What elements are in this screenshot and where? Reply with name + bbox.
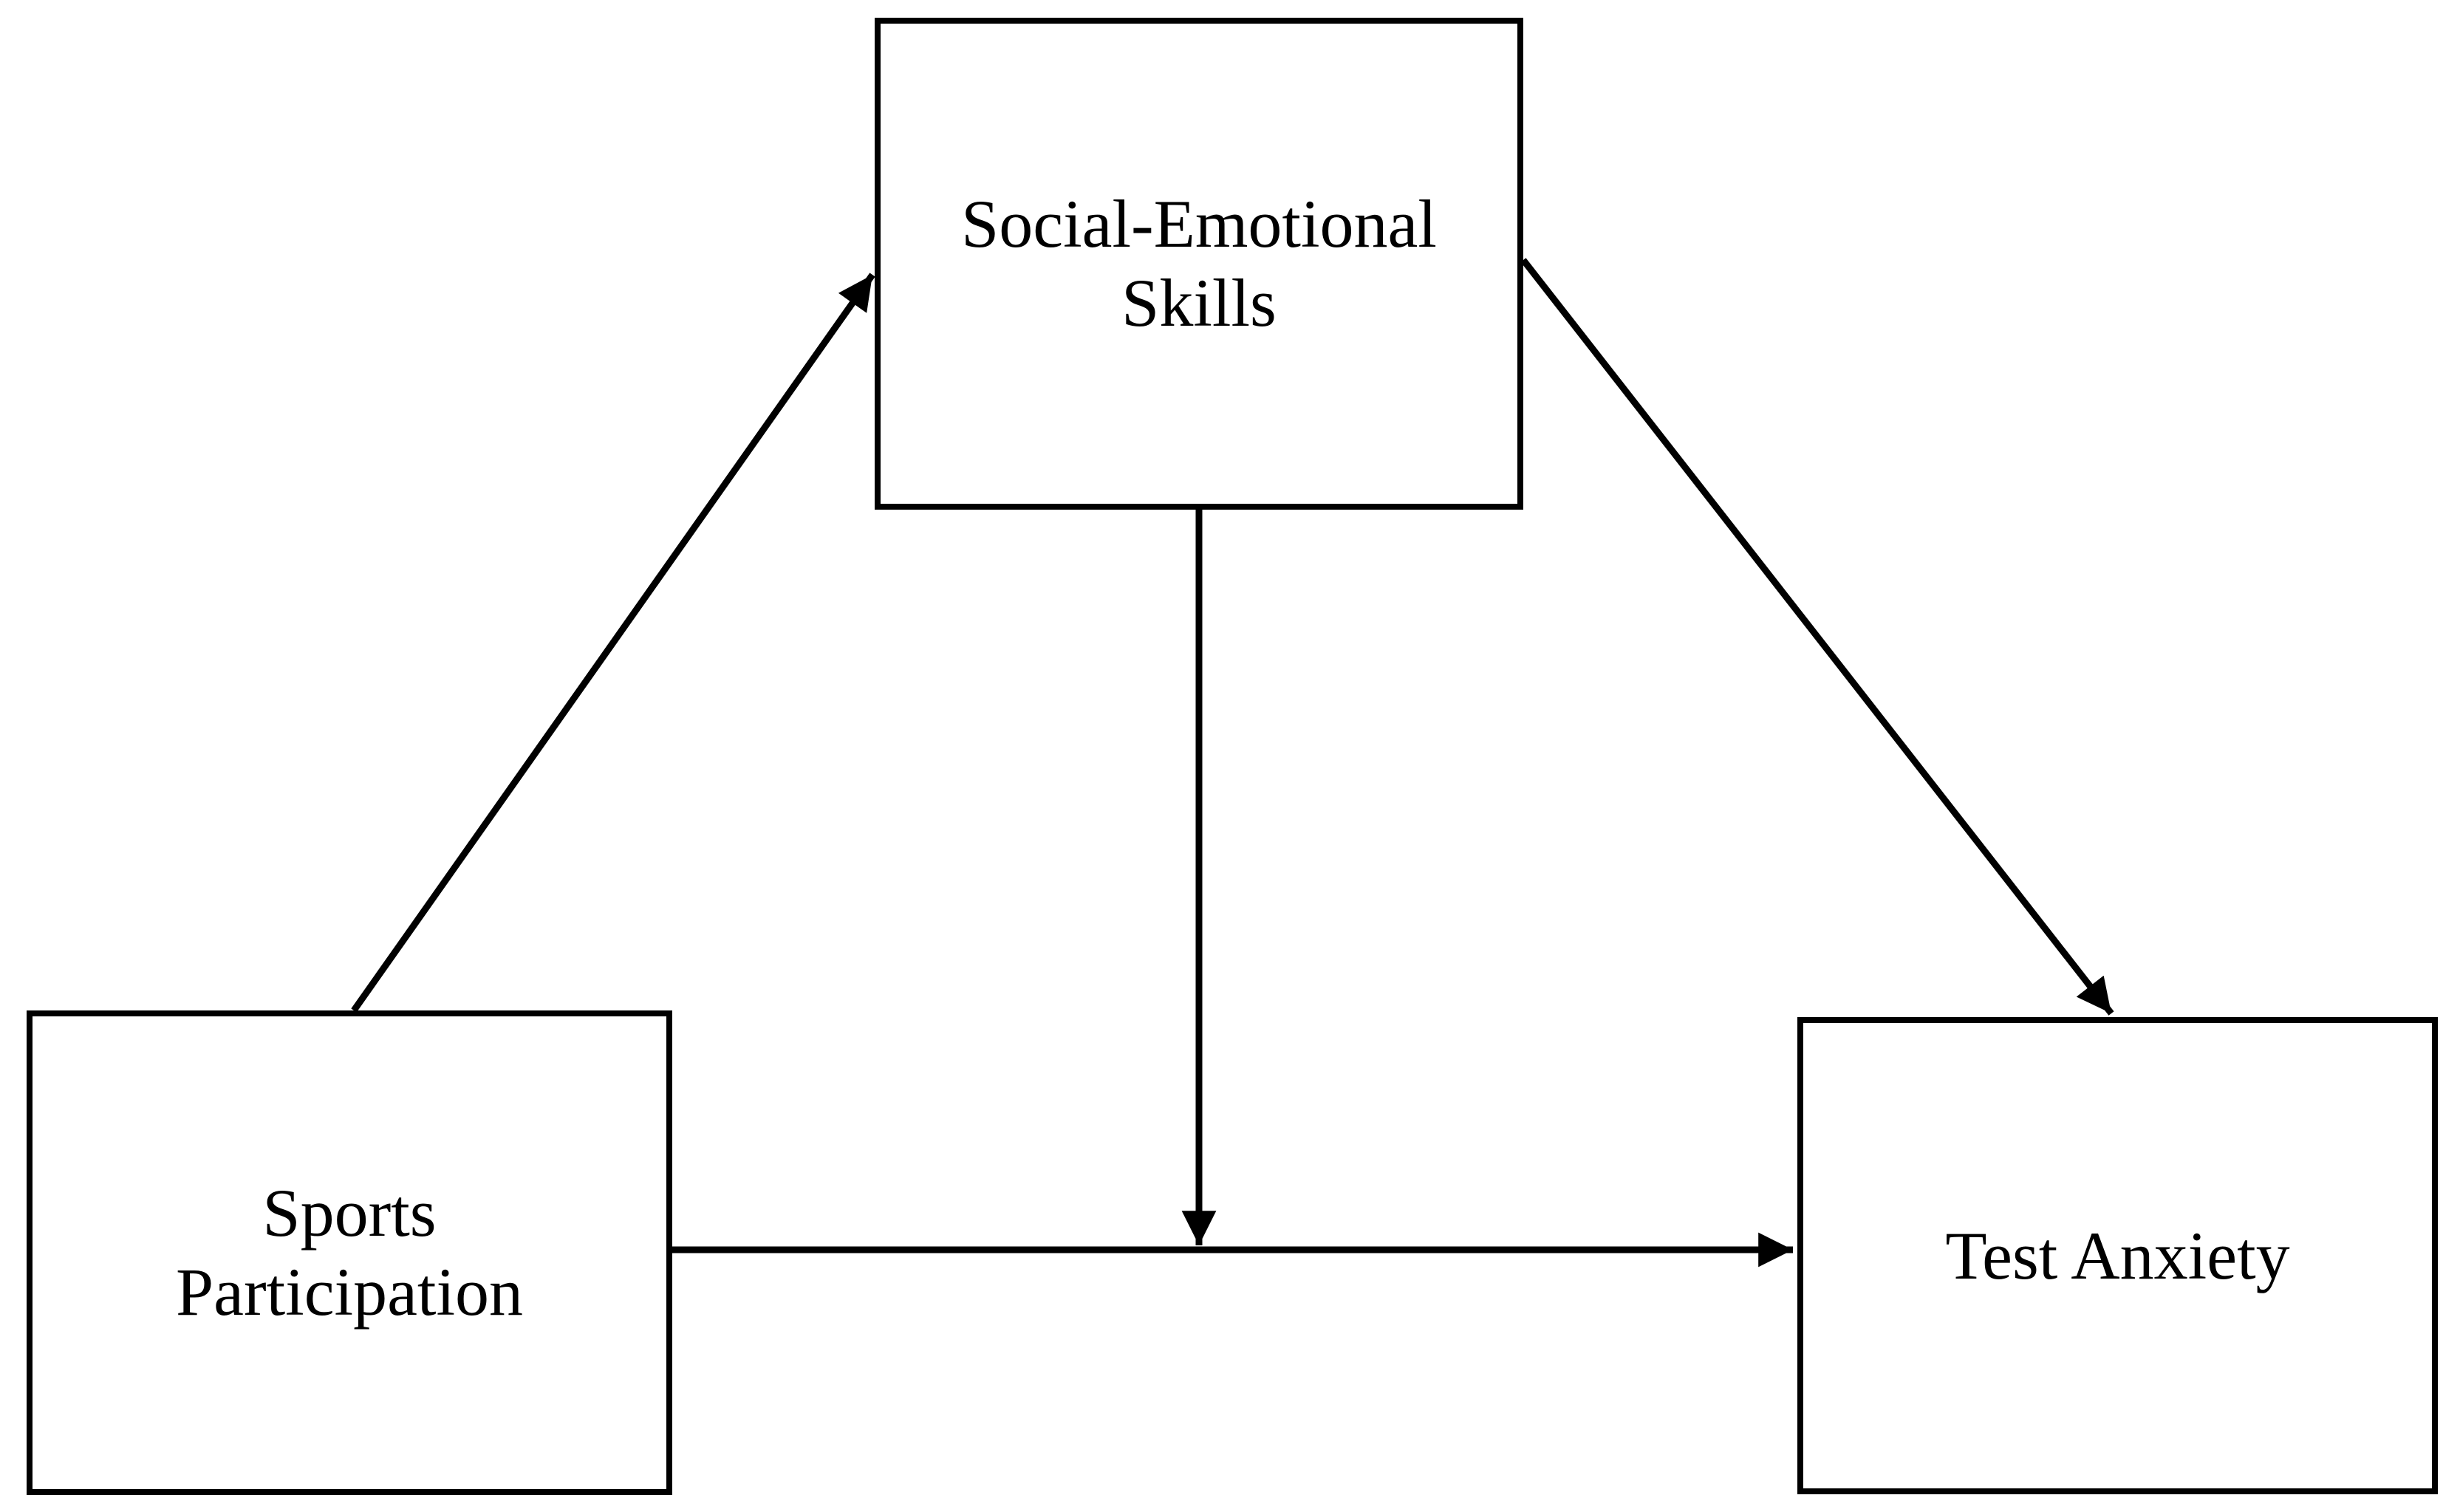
node-test-anxiety-label: Test Anxiety [1945, 1217, 2289, 1296]
arrow-skills-to-anxiety [1520, 258, 2114, 1016]
arrow-sports-to-skills [351, 273, 875, 1013]
node-sports-participation-label: Sports Participation [176, 1174, 523, 1331]
node-anxiety-label-line1: Test Anxiety [1945, 1217, 2290, 1293]
node-sports-participation: Sports Participation [27, 1010, 672, 1495]
node-skills-label-line2: Skills [1121, 265, 1277, 341]
node-skills-label-line1: Social-Emotional [961, 186, 1437, 262]
node-sports-label-line1: Sports [262, 1175, 437, 1251]
node-social-emotional-skills: Social-Emotional Skills [875, 18, 1523, 510]
node-social-emotional-skills-label: Social-Emotional Skills [961, 185, 1437, 342]
node-test-anxiety: Test Anxiety [1797, 1017, 2438, 1494]
node-sports-label-line2: Participation [175, 1254, 524, 1330]
